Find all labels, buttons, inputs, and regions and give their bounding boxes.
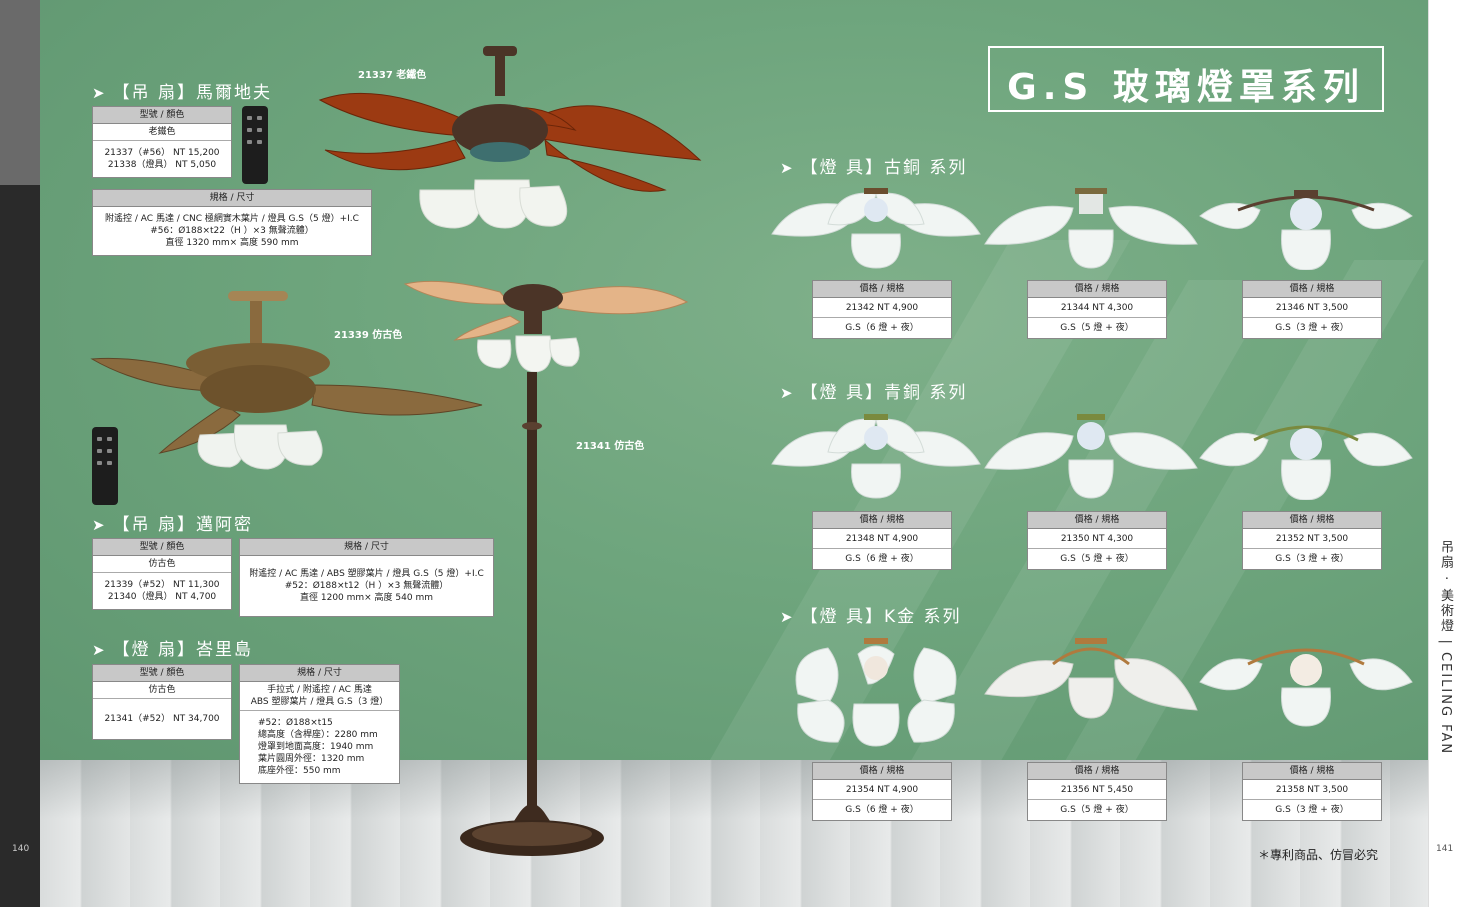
lamp-section-heading-1: ➤【燈 具】古銅 系列 — [780, 158, 968, 178]
maldives-model-table: 型號 / 顏色 老鐵色 21337（#56） NT 15,200 21338（燈… — [92, 106, 232, 178]
price-cell: 21350 NT 4,300 — [1028, 529, 1166, 549]
miami-heading: ➤【吊 扇】邁阿密 — [92, 515, 253, 535]
spec-cell: G.S（5 燈 + 夜） — [1060, 323, 1134, 333]
left-page-edge — [0, 0, 40, 907]
right-page-edge — [1428, 0, 1467, 907]
table-header: 價格 / 規格 — [813, 281, 951, 298]
table-header: 型號 / 顏色 — [93, 107, 231, 124]
miami-spec-table: 規格 / 尺寸 附遙控 / AC 馬達 / ABS 塑膠葉片 / 燈具 G.S（… — [239, 538, 494, 617]
lamp-image-21354 — [795, 638, 957, 747]
price-cell: 21341（#52） NT 34,700 — [104, 714, 220, 724]
side-category-text: 吊扇 · 美術燈 | CEILING FAN — [1438, 540, 1453, 756]
table-header: 價格 / 規格 — [813, 512, 951, 529]
spec-cell: 手拉式 / 附遙控 / AC 馬達 ABS 塑膠葉片 / 燈具 G.S（3 燈） — [240, 682, 399, 711]
maldives-spec-table: 規格 / 尺寸 附遙控 / AC 馬達 / CNC 極網實木葉片 / 燈具 G.… — [92, 189, 372, 256]
miami-fan-image — [90, 291, 483, 470]
maldives-model-label: 21337 老鐵色 — [358, 70, 427, 81]
price-cell: 21339（#52） NT 11,300 21340（燈具） NT 4,700 — [104, 580, 220, 602]
arrow-icon: ➤ — [92, 516, 107, 534]
maldives-heading: ➤【吊 扇】馬爾地夫 — [92, 83, 272, 103]
spec-cell: G.S（5 燈 + 夜） — [1060, 805, 1134, 815]
table-header: 規格 / 尺寸 — [93, 190, 371, 207]
price-cell: 21337（#56） NT 15,200 21338（燈具） NT 5,050 — [104, 148, 220, 170]
spec-cell: G.S（5 燈 + 夜） — [1060, 554, 1134, 564]
miami-model-table: 型號 / 顏色 仿古色 21339（#52） NT 11,300 21340（燈… — [92, 538, 232, 610]
price-cell: 21346 NT 3,500 — [1243, 298, 1381, 318]
table-header: 規格 / 尺寸 — [240, 539, 493, 556]
bali-spec-table: 規格 / 尺寸 手拉式 / 附遙控 / AC 馬達 ABS 塑膠葉片 / 燈具 … — [239, 664, 400, 784]
lamp-section-heading-3: ➤【燈 具】K金 系列 — [780, 607, 962, 627]
lamp-table-21352: 價格 / 規格 21352 NT 3,500 G.S（3 燈 + 夜） — [1242, 511, 1382, 570]
lamp-image-21348 — [771, 414, 981, 499]
spec-cell: G.S（6 燈 + 夜） — [845, 805, 919, 815]
table-header: 型號 / 顏色 — [93, 665, 231, 682]
arrow-icon: ➤ — [92, 84, 107, 102]
price-cell: 21358 NT 3,500 — [1243, 780, 1381, 800]
table-header: 型號 / 顏色 — [93, 539, 231, 556]
spec-cell: G.S（6 燈 + 夜） — [845, 323, 919, 333]
lamp-image-21344 — [984, 188, 1198, 269]
lamp-table-21356: 價格 / 規格 21356 NT 5,450 G.S（5 燈 + 夜） — [1027, 762, 1167, 821]
color-cell: 仿古色 — [93, 682, 231, 699]
color-cell: 仿古色 — [93, 556, 231, 573]
lamp-table-21346: 價格 / 規格 21346 NT 3,500 G.S（3 燈 + 夜） — [1242, 280, 1382, 339]
spec-cell: 附遙控 / AC 馬達 / CNC 極網實木葉片 / 燈具 G.S（5 燈）+I… — [105, 214, 359, 248]
spec-detail-cell: #52：Ø188×t15 總高度（含桿座）：2280 mm 燈罩到地面高度：19… — [258, 718, 378, 776]
price-cell: 21354 NT 4,900 — [813, 780, 951, 800]
patent-footnote: ＊專利商品、仿冒必究 — [1258, 848, 1379, 862]
lamp-table-21354: 價格 / 規格 21354 NT 4,900 G.S（6 燈 + 夜） — [812, 762, 952, 821]
price-cell: 21356 NT 5,450 — [1028, 780, 1166, 800]
lamp-image-21352 — [1199, 425, 1413, 500]
page-number-right: 141 — [1436, 844, 1454, 854]
price-cell: 21352 NT 3,500 — [1243, 529, 1381, 549]
price-cell: 21348 NT 4,900 — [813, 529, 951, 549]
arrow-icon: ➤ — [92, 641, 107, 659]
price-cell: 21344 NT 4,300 — [1028, 298, 1166, 318]
table-header: 價格 / 規格 — [1028, 281, 1166, 298]
lamp-table-21344: 價格 / 規格 21344 NT 4,300 G.S（5 燈 + 夜） — [1027, 280, 1167, 339]
lamp-image-21356 — [984, 638, 1198, 719]
lamp-section-heading-2: ➤【燈 具】青銅 系列 — [780, 383, 968, 403]
spec-cell: G.S（6 燈 + 夜） — [845, 554, 919, 564]
table-header: 價格 / 規格 — [1243, 281, 1381, 298]
page-number-left: 140 — [12, 844, 30, 854]
lamp-image-21350 — [984, 414, 1198, 499]
arrow-icon: ➤ — [780, 384, 795, 402]
spec-cell: G.S（3 燈 + 夜） — [1275, 554, 1349, 564]
bali-fan-image — [403, 280, 689, 856]
series-title-box: G.S 玻璃燈罩系列 — [988, 46, 1384, 112]
spec-cell: 附遙控 / AC 馬達 / ABS 塑膠葉片 / 燈具 G.S（5 燈）+I.C… — [249, 569, 484, 603]
spec-cell: G.S（3 燈 + 夜） — [1275, 805, 1349, 815]
bali-model-label: 21341 仿古色 — [576, 441, 645, 452]
arrow-icon: ➤ — [780, 608, 795, 626]
table-header: 價格 / 規格 — [1028, 763, 1166, 780]
lamp-image-21358 — [1199, 648, 1413, 727]
miami-model-label: 21339 仿古色 — [334, 330, 403, 341]
lamp-image-21342 — [771, 188, 981, 269]
lamp-table-21358: 價格 / 規格 21358 NT 3,500 G.S（3 燈 + 夜） — [1242, 762, 1382, 821]
lamp-table-21348: 價格 / 規格 21348 NT 4,900 G.S（6 燈 + 夜） — [812, 511, 952, 570]
miami-remote-image — [92, 427, 118, 505]
maldives-remote-image — [242, 106, 268, 184]
maldives-fan-image — [318, 46, 702, 229]
wood-floor — [40, 760, 1428, 907]
price-cell: 21342 NT 4,900 — [813, 298, 951, 318]
bali-model-table: 型號 / 顏色 仿古色 21341（#52） NT 34,700 — [92, 664, 232, 740]
lamp-table-21342: 價格 / 規格 21342 NT 4,900 G.S（6 燈 + 夜） — [812, 280, 952, 339]
bali-heading: ➤【燈 扇】峇里島 — [92, 640, 253, 660]
table-header: 價格 / 規格 — [1243, 512, 1381, 529]
spec-cell: G.S（3 燈 + 夜） — [1275, 323, 1349, 333]
lamp-image-21346 — [1199, 190, 1413, 270]
lamp-table-21350: 價格 / 規格 21350 NT 4,300 G.S（5 燈 + 夜） — [1027, 511, 1167, 570]
table-header: 價格 / 規格 — [1243, 763, 1381, 780]
arrow-icon: ➤ — [780, 159, 795, 177]
series-title: G.S 玻璃燈罩系列 — [1007, 67, 1365, 108]
table-header: 規格 / 尺寸 — [240, 665, 399, 682]
table-header: 價格 / 規格 — [813, 763, 951, 780]
table-header: 價格 / 規格 — [1028, 512, 1166, 529]
color-cell: 老鐵色 — [93, 124, 231, 141]
